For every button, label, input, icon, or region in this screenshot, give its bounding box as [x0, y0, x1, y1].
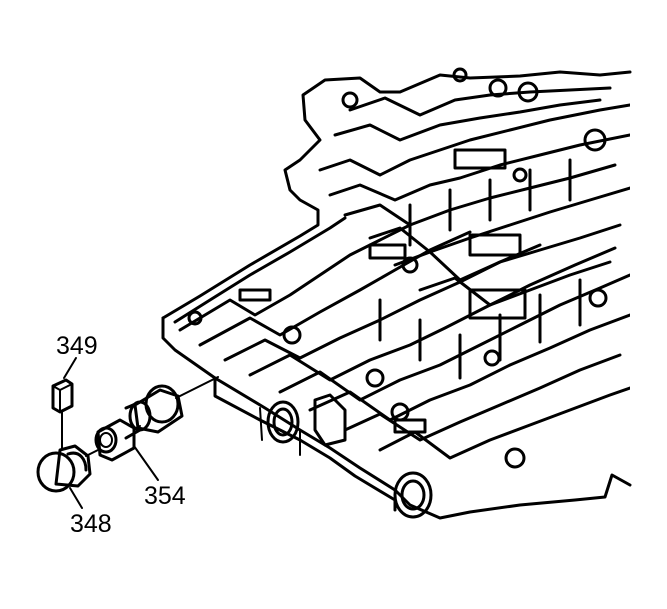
fluid-channels: [178, 86, 630, 460]
valve-body-top-edge: [161, 70, 632, 320]
valve-bores: [266, 393, 433, 519]
callout-349: 349: [56, 332, 98, 360]
valve-body-front-face: [213, 376, 397, 512]
plug-348: [36, 444, 92, 493]
valve-body-flange: [173, 216, 347, 324]
leader-349: [63, 357, 77, 379]
leader-348: [69, 487, 83, 509]
bolt-holes: [187, 67, 608, 469]
assembly-axis-line: [175, 376, 219, 399]
callout-354: 354: [144, 482, 186, 510]
retainer-349: [51, 378, 74, 449]
valve-354: [94, 384, 184, 462]
valve-body: [161, 67, 632, 520]
valve-body-side: [259, 407, 301, 456]
callout-348: 348: [70, 510, 112, 538]
leader-354: [133, 445, 159, 481]
